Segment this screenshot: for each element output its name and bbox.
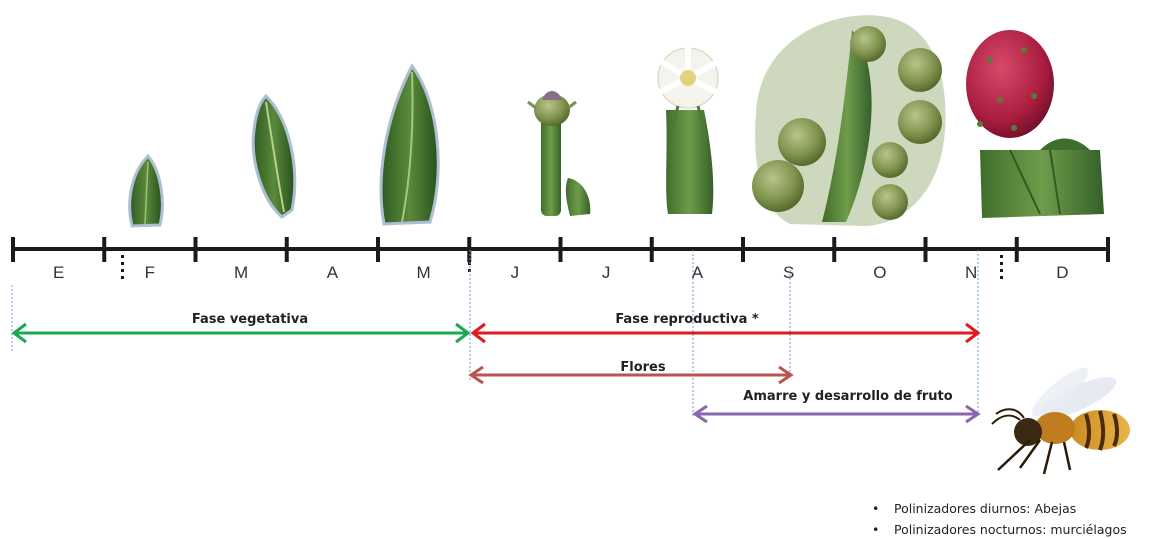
month-label: F [145,263,155,282]
stem-segment-illustration [253,96,294,217]
month-label: N [965,263,977,282]
pollinator-note-day: Polinizadores diurnos: Abejas [872,498,1127,519]
month-label: D [1056,263,1068,282]
mature-stem-illustration [381,66,438,224]
fruit-phase-label: Amarre y desarrollo de fruto [743,389,952,404]
month-label: E [53,263,64,282]
vegetative-phase-arrow: Fase vegetativa [14,312,468,342]
bee-illustration [992,361,1130,474]
flower-illustration [658,48,718,214]
fruit-phase-arrow: Amarre y desarrollo de fruto [695,389,978,422]
vegetative-phase-label: Fase vegetativa [192,312,308,327]
ripe-fruit-illustration [966,30,1104,218]
flowers-phase-label: Flores [620,360,665,375]
month-label: M [234,263,248,282]
month-label: M [417,263,431,282]
month-label: A [692,263,704,282]
month-label: S [783,263,794,282]
reproductive-phase-label: Fase reproductiva * [615,312,759,327]
flower-bud-illustration [528,91,590,216]
month-label: J [602,263,611,282]
pollinator-note-night: Polinizadores nocturnos: murciélagos [872,519,1127,538]
month-label: A [327,263,339,282]
young-shoot-illustration [130,156,163,226]
flowers-phase-arrow: Flores [471,360,791,383]
month-label: O [873,263,886,282]
developing-fruits-illustration [752,15,946,226]
pollinator-notes: Polinizadores diurnos: Abejas Polinizado… [872,498,1127,538]
month-label: J [511,263,520,282]
reproductive-phase-arrow: Fase reproductiva * [473,312,978,342]
